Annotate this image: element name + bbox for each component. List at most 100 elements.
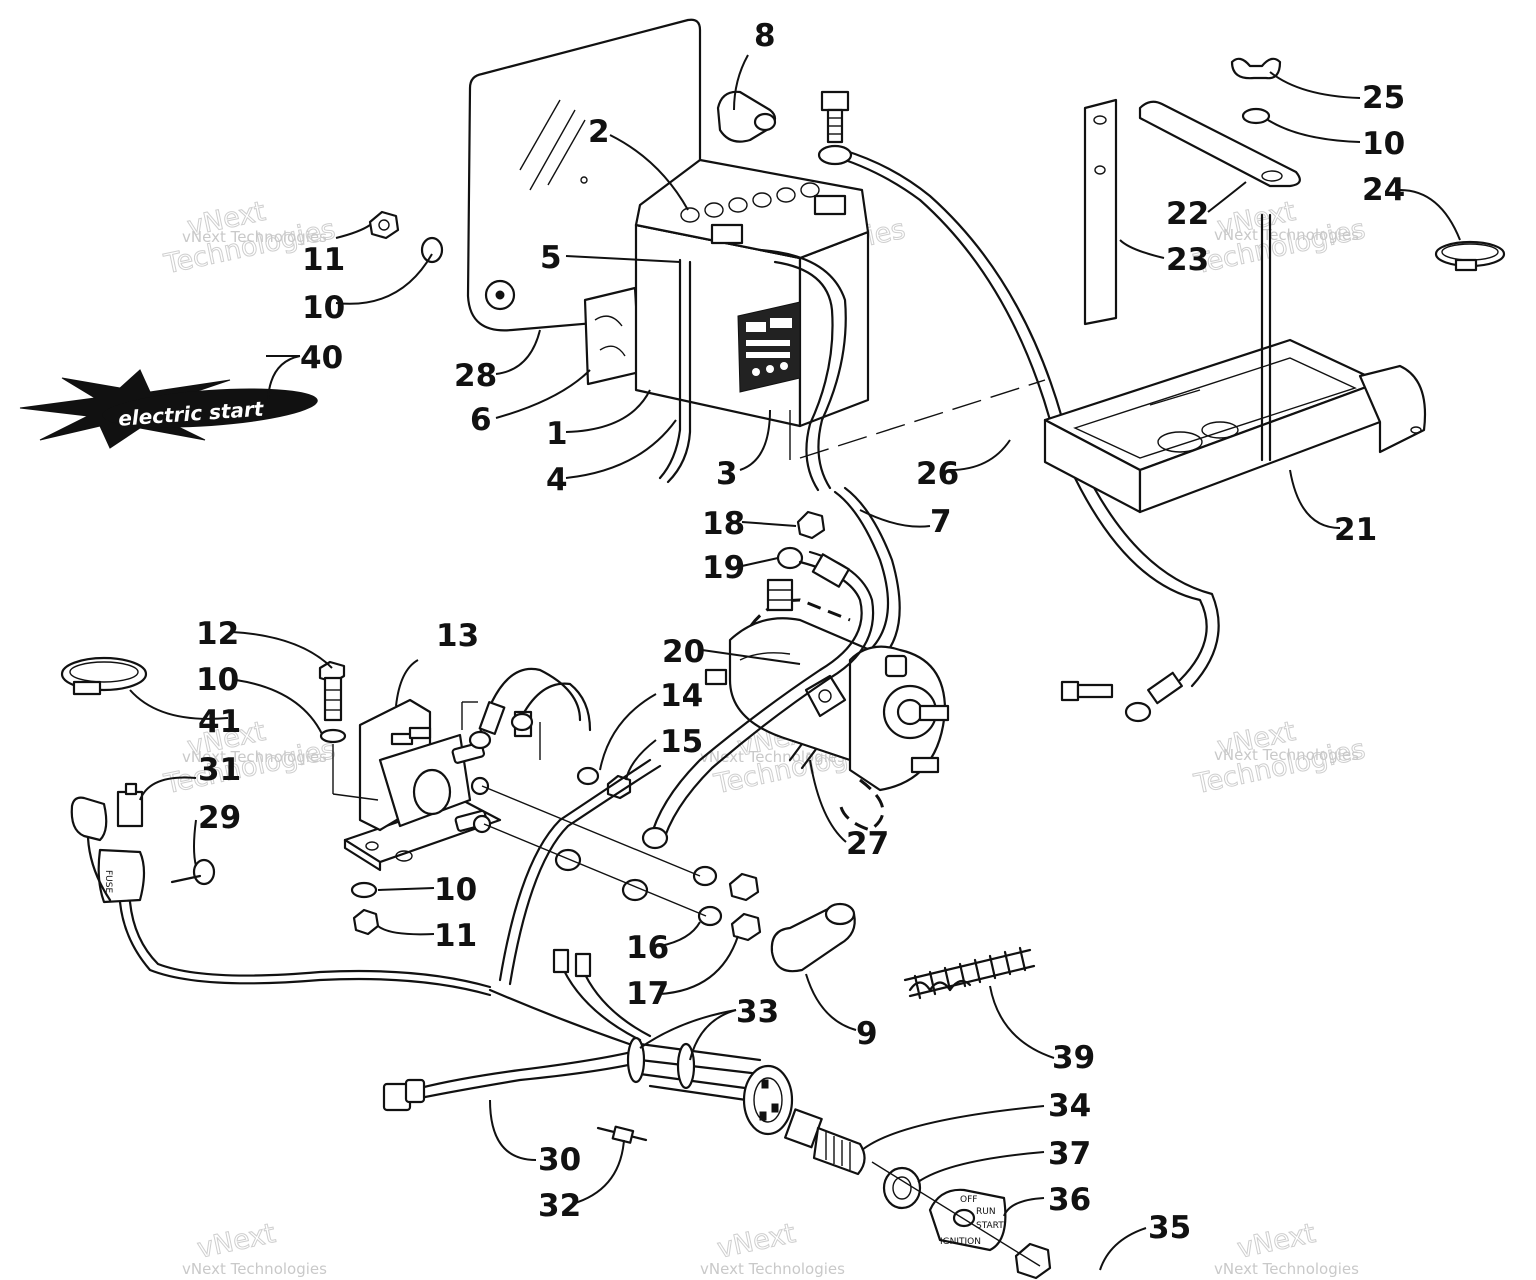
cover-washer: [420, 236, 444, 264]
callout-1: 1: [546, 416, 568, 452]
battery-bolt: [820, 90, 850, 144]
wing-nut: [1230, 57, 1282, 80]
callout-18: 18: [702, 506, 745, 542]
callout-24: 24: [1362, 172, 1405, 208]
solenoid-bolt: [318, 660, 346, 722]
starter-nut: [796, 510, 826, 540]
key-switch-connector: [742, 1064, 794, 1136]
callout-5: 5: [540, 240, 562, 276]
battery-tray: [1043, 338, 1426, 514]
ignition-switch: [784, 1108, 866, 1176]
diode: [596, 1125, 648, 1144]
battery: [634, 158, 870, 428]
fuse-label: FUSE: [103, 870, 113, 893]
leader-lines: [129, 54, 1461, 1271]
watermark: vNext Technologies: [182, 228, 327, 246]
watermark-big: vNext: [1235, 1218, 1319, 1265]
starter-solenoid: [343, 698, 502, 872]
watermark: vNext Technologies: [1214, 746, 1359, 764]
callout-2: 2: [588, 114, 610, 150]
callout-26: 26: [916, 456, 959, 492]
watermark-big: vNext: [195, 1218, 279, 1265]
solenoid-boot: [770, 902, 856, 973]
callout-35: 35: [1148, 1210, 1191, 1246]
callout-3: 3: [716, 456, 738, 492]
callout-29: 29: [198, 800, 241, 836]
callout-17: 17: [626, 976, 669, 1012]
starter-washer: [776, 546, 804, 570]
callout-22: 22: [1166, 196, 1209, 232]
callout-41: 41: [198, 704, 241, 740]
callout-36: 36: [1048, 1182, 1091, 1218]
callout-10-lower: 10: [434, 872, 477, 908]
callout-16: 16: [626, 930, 669, 966]
callout-37: 37: [1048, 1136, 1091, 1172]
callout-19: 19: [702, 550, 745, 586]
callout-23: 23: [1166, 242, 1209, 278]
terminal-boot: [716, 90, 777, 143]
callout-39: 39: [1052, 1040, 1095, 1076]
battery-pad: [583, 286, 642, 386]
battery-bracket: [1083, 98, 1118, 326]
battery-warning-label: [737, 301, 801, 393]
watermark: vNext Technologies: [182, 748, 327, 766]
cable-tie: [1434, 240, 1506, 272]
watermark-big: vNext: [715, 1218, 799, 1265]
mounting-screw: [170, 858, 216, 886]
cover-nut: [368, 210, 400, 240]
callout-28: 28: [454, 358, 497, 394]
callout-20: 20: [662, 634, 705, 670]
callout-34: 34: [1048, 1088, 1091, 1124]
watermark: vNext Technologies: [700, 1260, 845, 1278]
callout-33: 33: [736, 994, 779, 1030]
callout-15: 15: [660, 724, 703, 760]
callout-30: 30: [538, 1142, 581, 1178]
callout-31: 31: [198, 752, 241, 788]
fuse: [116, 782, 144, 828]
vent-tube: [658, 258, 682, 480]
callout-27: 27: [846, 826, 889, 862]
callout-21: 21: [1334, 512, 1377, 548]
battery-negative-terminal: [813, 194, 847, 216]
battery-positive-terminal: [710, 223, 744, 245]
positive-cable: [758, 248, 847, 490]
ground-bolt: [1060, 680, 1114, 702]
plate-label-run: RUN: [976, 1207, 996, 1217]
callout-10-top: 10: [302, 290, 345, 326]
starter-motor: [704, 578, 950, 832]
callout-12: 12: [196, 616, 239, 652]
watermark: vNext Technologies: [700, 748, 845, 766]
callout-32: 32: [538, 1188, 581, 1224]
callout-25: 25: [1362, 80, 1405, 116]
terminal-hardware: [692, 865, 762, 942]
watermark: vNext Technologies: [1214, 226, 1359, 244]
electric-start-logo: electric start: [19, 369, 318, 449]
callout-numbers: 1 2 3 4 5 6 7 8 9 10 10 10 10 11 11 12 1…: [196, 18, 1405, 1246]
callout-13: 13: [436, 618, 479, 654]
callout-11-lower: 11: [434, 918, 477, 954]
plate-label-ignition: IGNITION: [940, 1237, 981, 1247]
callout-10-right: 10: [1362, 126, 1405, 162]
watermark: vNext Technologies: [1214, 1260, 1359, 1278]
fuse-holder: FUSE: [70, 796, 146, 904]
callout-14: 14: [660, 678, 703, 714]
ignition-plate: OFF RUN START IGNITION: [928, 1188, 1007, 1252]
callout-10-solenoid: 10: [196, 662, 239, 698]
watermark: vNext Technologies: [182, 1260, 327, 1278]
wire-loom: [903, 946, 1036, 1000]
callout-4: 4: [546, 462, 568, 498]
wiring-harness: [382, 758, 794, 1136]
callout-6: 6: [470, 402, 492, 438]
callout-8: 8: [754, 18, 776, 54]
plate-label-start: START: [976, 1221, 1004, 1231]
callout-7: 7: [930, 504, 952, 540]
plate-label-off: OFF: [960, 1195, 977, 1205]
battery-cell-caps: [680, 182, 820, 223]
cable-clamp: [804, 674, 847, 718]
callout-9: 9: [856, 1016, 878, 1052]
callout-40: 40: [300, 340, 343, 376]
cable-tie-small: [60, 656, 148, 696]
callout-11-top: 11: [302, 242, 345, 278]
washer: [1241, 107, 1271, 125]
